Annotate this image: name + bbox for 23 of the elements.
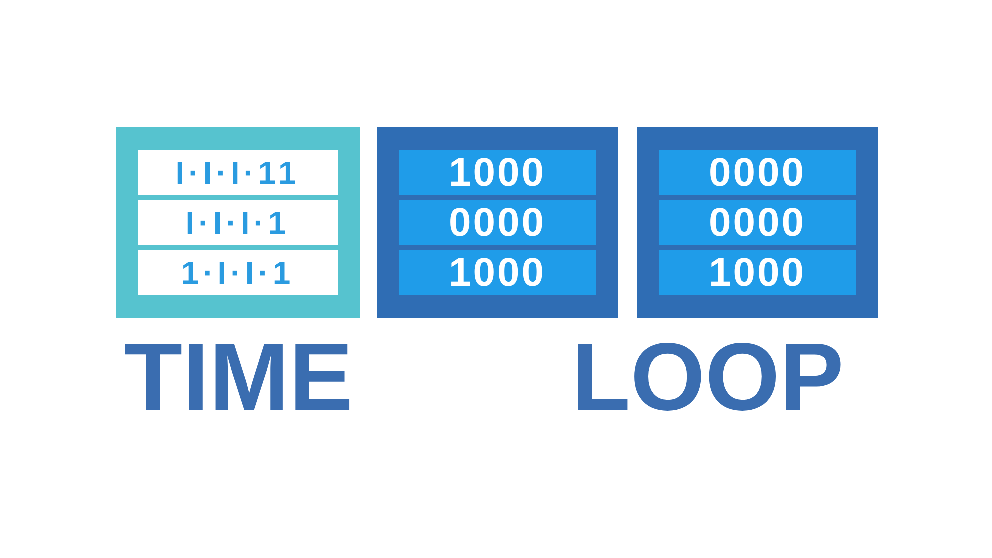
row-digits: I·I·I·1 [186, 206, 290, 238]
panel-box [637, 127, 878, 318]
row-digits: 0000 [709, 152, 806, 192]
heading-word: TIME [124, 330, 354, 426]
panel-box [377, 127, 618, 318]
row-strip [399, 150, 596, 195]
row-strip [138, 150, 338, 195]
row-strip [659, 250, 856, 295]
row-digits: I·I·I·11 [176, 156, 300, 188]
row-digits: 1000 [449, 252, 546, 292]
row-strip [399, 250, 596, 295]
row-strip [138, 200, 338, 245]
row-strip [659, 200, 856, 245]
row-strip [659, 150, 856, 195]
row-strip [138, 250, 338, 295]
row-digits: 1000 [449, 152, 546, 192]
row-digits: 1·I·I·1 [181, 256, 295, 288]
heading-word: LOOP [572, 330, 844, 426]
panel-box [116, 127, 360, 318]
row-digits: 1000 [709, 252, 806, 292]
row-digits: 0000 [709, 202, 806, 242]
row-strip [399, 200, 596, 245]
row-digits: 0000 [449, 202, 546, 242]
